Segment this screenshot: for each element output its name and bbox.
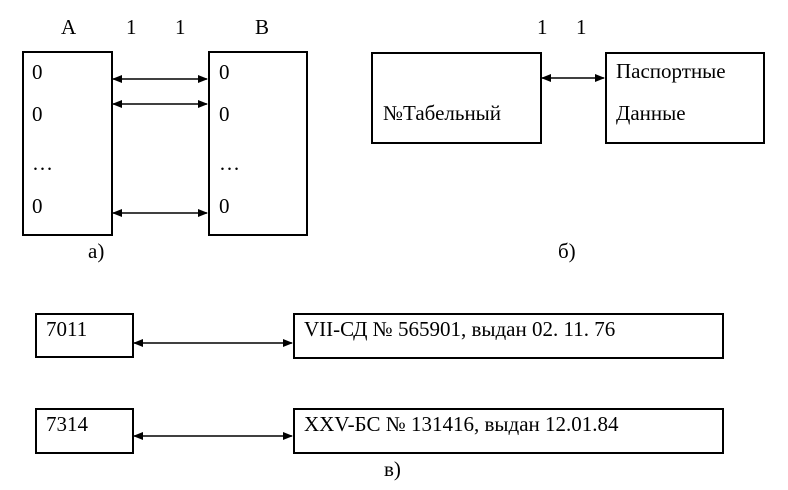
set-a-item: 0 [32,102,43,126]
employee-id-box [371,52,542,144]
passport-data-label-line1: Паспортные [616,59,726,83]
caption-b: б) [558,239,576,263]
caption-c: в) [384,457,401,481]
set-b-item: 0 [219,194,230,218]
label-b: B [255,15,270,39]
set-b-item: 0 [219,102,230,126]
passport-value-row1: VII-СД № 565901, выдан 02. 11. 76 [304,317,616,341]
set-a-item: 0 [32,194,43,218]
set-b-box [208,51,308,236]
cardinality-right: 1 [175,15,186,39]
set-a-item: … [32,151,53,175]
id-value-row2: 7314 [46,412,88,436]
set-a-box [22,51,113,236]
id-box-row2 [35,408,134,454]
passport-data-box [605,52,765,144]
caption-a: а) [88,239,105,263]
set-a-item: 0 [32,60,43,84]
id-box-row1 [35,313,134,358]
passport-value-row2: XXV-БС № 131416, выдан 12.01.84 [304,412,619,436]
passport-box-row2 [293,408,724,454]
label-a: A [61,15,77,39]
set-b-item: … [219,151,240,175]
cardinality-left-b: 1 [537,15,548,39]
employee-id-label: №Табельный [383,101,502,125]
cardinality-right-b: 1 [576,15,587,39]
passport-data-label-line2: Данные [616,101,686,125]
id-value-row1: 7011 [46,317,88,341]
passport-box-row1 [293,313,724,359]
cardinality-left: 1 [126,15,137,39]
set-b-item: 0 [219,60,230,84]
